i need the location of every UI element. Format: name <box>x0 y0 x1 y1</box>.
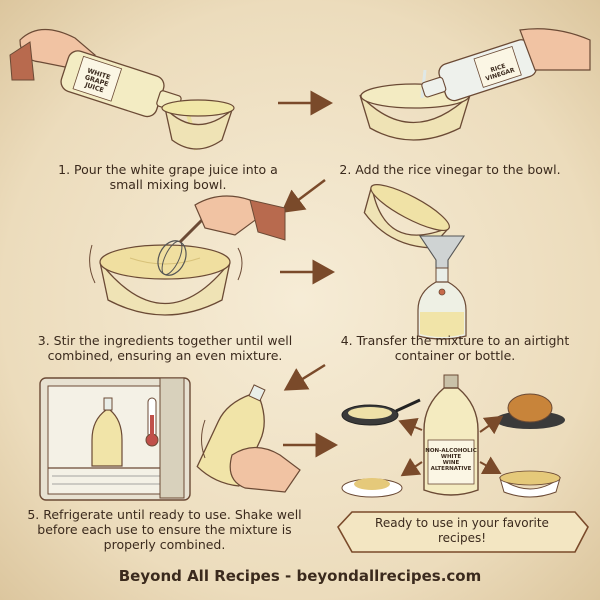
step-3-caption: 3. Stir the ingredients together until w… <box>37 333 293 363</box>
banner-ribbon <box>337 511 589 553</box>
step-2-caption: 2. Add the rice vinegar to the bowl. <box>339 162 561 177</box>
step-1-caption: 1. Pour the white grape juice into a sma… <box>58 162 278 192</box>
step3-illustration <box>89 195 286 316</box>
footer-credit: Beyond All Recipes - beyondallrecipes.co… <box>118 567 482 585</box>
arrow-2-3 <box>281 179 326 213</box>
step1-illustration: WHITEGRAPEJUICE <box>9 28 235 151</box>
roast-chicken-dish <box>495 393 565 429</box>
step-4-caption: 4. Transfer the mixture to an airtight c… <box>340 333 570 363</box>
skillet-dish <box>341 398 421 426</box>
pasta-plate-dish <box>341 478 403 498</box>
rice-vinegar-bottle: RICEVINEGAR <box>421 39 538 102</box>
arrow-4-5 <box>283 363 326 391</box>
banner-text: Ready to use in your favorite recipes! <box>375 516 549 545</box>
step2-illustration: RICEVINEGAR <box>359 28 591 141</box>
step5-illustration <box>39 377 301 501</box>
pasta-bowl-dish <box>499 470 561 498</box>
step4-illustration <box>363 184 467 340</box>
grape-juice-bottle: WHITEGRAPEJUICE <box>60 50 182 118</box>
step-5-caption: 5. Refrigerate until ready to use. Shake… <box>27 507 302 552</box>
